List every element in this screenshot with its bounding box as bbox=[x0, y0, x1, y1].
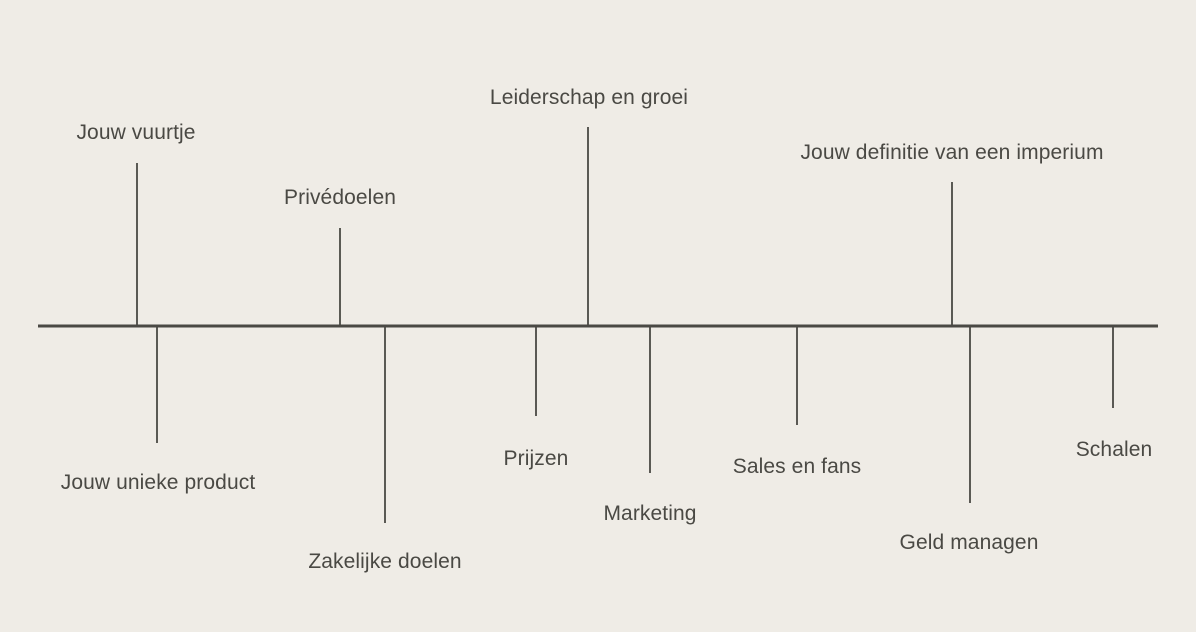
timeline-item-label: Jouw vuurtje bbox=[76, 121, 196, 144]
timeline-item-label: Leiderschap en groei bbox=[489, 86, 689, 109]
timeline-item-label: Zakelijke doelen bbox=[308, 550, 462, 573]
timeline-stems bbox=[136, 127, 1114, 523]
timeline-item-label: Schalen bbox=[1075, 438, 1153, 461]
timeline-item-label: Sales en fans bbox=[732, 455, 862, 478]
timeline-item-label: Jouw unieke product bbox=[60, 471, 256, 494]
timeline-item-label: Prijzen bbox=[503, 447, 569, 470]
timeline-item-label: Marketing bbox=[603, 502, 697, 525]
timeline-item-label: Jouw definitie van een imperium bbox=[800, 141, 1104, 164]
timeline-item-label: Privédoelen bbox=[283, 186, 397, 209]
timeline-item-label: Geld managen bbox=[899, 531, 1039, 554]
